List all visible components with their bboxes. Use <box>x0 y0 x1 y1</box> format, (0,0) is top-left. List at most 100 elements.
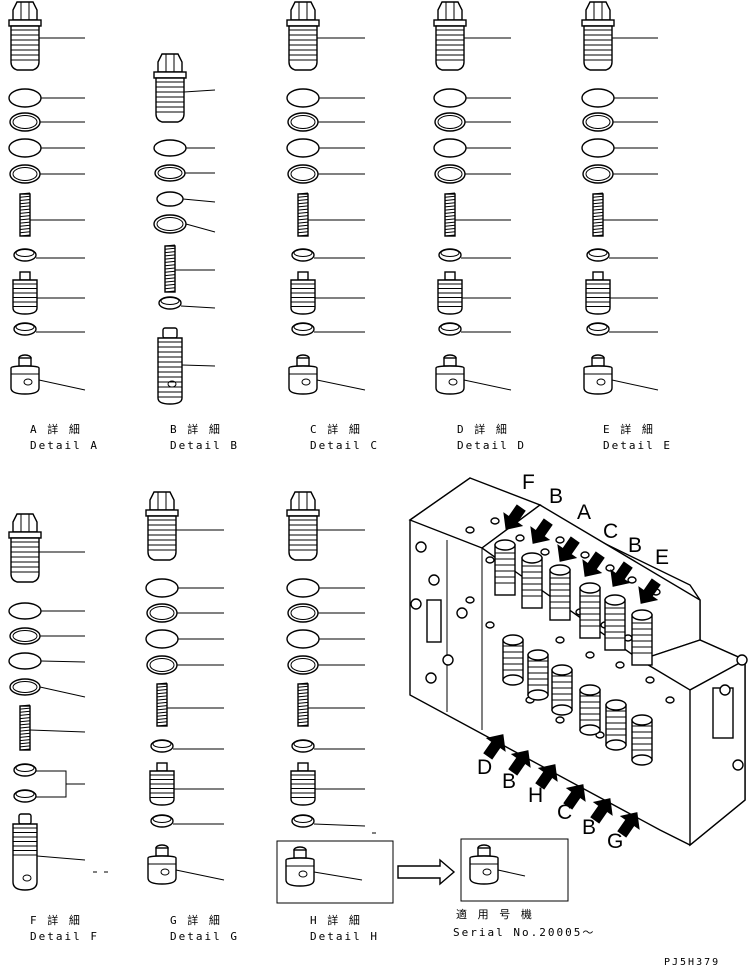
direction-arrow <box>582 551 605 577</box>
o-ring-part <box>581 88 615 108</box>
detail-a-jp-label: A 詳 細 <box>30 423 82 436</box>
port-hole <box>465 526 475 534</box>
poppet-part <box>12 271 38 315</box>
port-hole <box>485 556 495 564</box>
installed-valve-cartridge <box>604 594 626 651</box>
o-ring-part <box>582 112 614 132</box>
bolt-head <box>719 684 731 696</box>
o-ring-part <box>8 652 42 670</box>
detail-b-assembly <box>153 53 216 405</box>
direction-arrow <box>590 798 613 824</box>
detail-f-jp-label: F 詳 細 <box>30 914 82 927</box>
detail-f-assembly <box>8 513 108 891</box>
leader-line <box>497 869 526 877</box>
seal-part <box>13 789 37 803</box>
port-hole <box>555 536 565 544</box>
direction-arrow <box>503 504 526 530</box>
o-ring-part <box>286 578 320 598</box>
assembly-letter-top: E <box>655 546 670 569</box>
direction-arrow <box>610 561 633 587</box>
assembly-letter-bottom: B <box>582 816 597 839</box>
o-ring-part <box>156 191 184 207</box>
assembly-letter-top: A <box>577 501 592 524</box>
seal-part <box>438 248 462 262</box>
installed-valve-cartridge <box>494 539 516 596</box>
installed-valve-cartridge <box>549 564 571 621</box>
leader-line <box>182 198 216 203</box>
new-part-box <box>460 838 569 902</box>
detail-e-en-label: Detail E <box>603 439 672 452</box>
seal-part <box>586 322 610 336</box>
plug-part <box>433 1 467 71</box>
bracket-line <box>36 770 67 798</box>
installed-lower-cartridge <box>527 649 549 701</box>
installed-lower-cartridge <box>502 634 524 686</box>
o-ring-part <box>154 164 186 182</box>
leader-line <box>36 855 86 861</box>
seal-part <box>291 814 315 828</box>
assembly-letter-top: F <box>522 471 535 494</box>
o-ring-part <box>581 138 615 158</box>
direction-arrow <box>557 536 580 562</box>
port-hole <box>585 651 595 659</box>
o-ring-part <box>8 138 42 158</box>
leader-line <box>313 871 363 881</box>
installed-lower-cartridge <box>551 664 573 716</box>
o-ring-part <box>8 602 42 620</box>
leader-line <box>180 305 216 309</box>
o-ring-part <box>153 139 187 157</box>
seal-part <box>158 296 182 310</box>
o-ring-part <box>9 627 41 645</box>
plug-part <box>286 491 320 561</box>
spring-part <box>156 682 168 727</box>
direction-arrow <box>508 750 531 776</box>
spool-part <box>12 813 38 891</box>
detail-e-jp-label: E 詳 細 <box>603 423 655 436</box>
port-hole <box>615 661 625 669</box>
leader-line <box>40 660 86 663</box>
poppet-part <box>149 762 175 806</box>
port-hole <box>605 564 615 572</box>
valve-block-assembly <box>408 477 748 847</box>
detail-d-en-label: Detail D <box>457 439 526 452</box>
assembly-letter-bottom: B <box>502 770 517 793</box>
port-hole <box>665 696 675 704</box>
o-ring-part <box>433 138 467 158</box>
detail-c-en-label: Detail C <box>310 439 379 452</box>
direction-arrow <box>617 812 640 838</box>
sleeve-part <box>583 354 613 395</box>
direction-arrow <box>563 784 586 810</box>
plug-part <box>145 491 179 561</box>
detail-d-assembly <box>433 1 512 395</box>
o-ring-part <box>434 164 466 184</box>
spool-part <box>157 327 183 405</box>
assembly-letter-bottom: H <box>528 784 544 807</box>
port-hole <box>627 576 637 584</box>
o-ring-part <box>145 629 179 649</box>
bolt-head <box>456 607 468 619</box>
assembly-letter-bottom: D <box>477 756 493 779</box>
o-ring-part <box>287 655 319 675</box>
plug-part <box>153 53 187 123</box>
detail-g-jp-label: G 詳 細 <box>170 914 222 927</box>
o-ring-part <box>582 164 614 184</box>
installed-valve-cartridge <box>631 609 653 666</box>
direction-arrow <box>483 734 506 760</box>
seal-part <box>150 739 174 753</box>
sleeve-part <box>469 844 499 885</box>
o-ring-part <box>9 112 41 132</box>
leader-line <box>39 686 86 698</box>
port-hole <box>485 621 495 629</box>
detail-b-jp-label: B 詳 細 <box>170 423 222 436</box>
port-hole <box>555 716 565 724</box>
o-ring-part <box>433 88 467 108</box>
poppet-part <box>585 271 611 315</box>
port-hole <box>580 551 590 559</box>
leader-line <box>38 379 86 391</box>
o-ring-part <box>8 88 42 108</box>
direction-arrow <box>530 518 553 544</box>
detail-d-jp-label: D 詳 細 <box>457 423 509 436</box>
spring-part <box>297 682 309 727</box>
bolt-head <box>415 541 427 553</box>
